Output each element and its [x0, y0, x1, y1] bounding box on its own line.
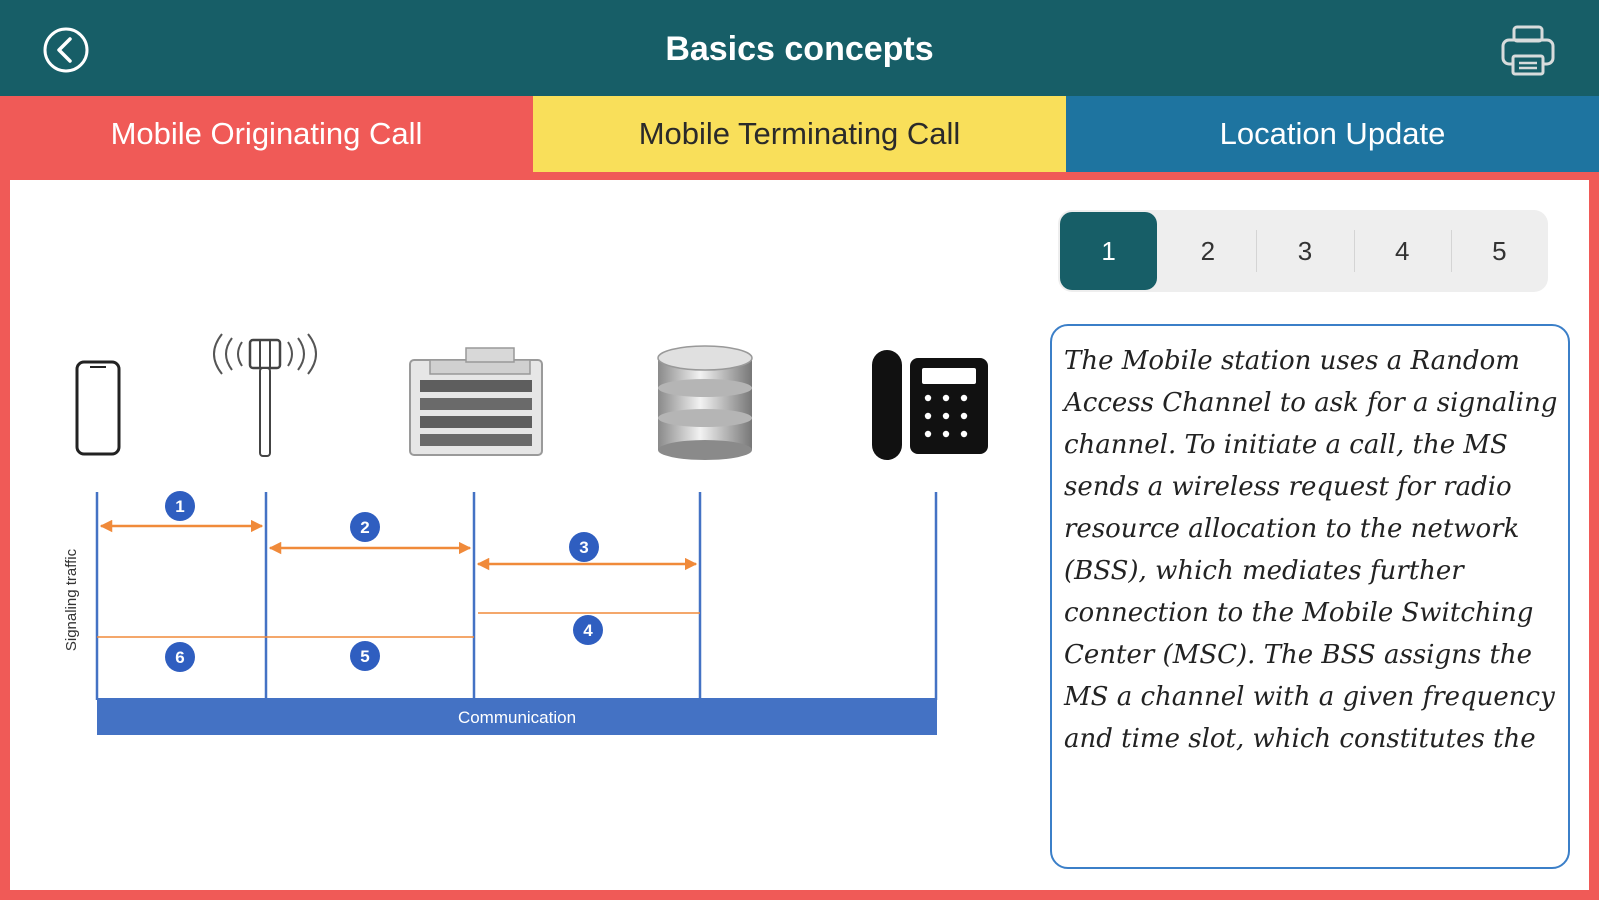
step-marker-3: 3 — [569, 532, 599, 562]
step-marker-1: 1 — [165, 491, 195, 521]
call-flow-diagram: 1 2 3 4 5 6 Signaling traffic Communicat… — [63, 333, 988, 735]
tab-bar: Mobile Originating Call Mobile Terminati… — [0, 96, 1599, 176]
base-station-antenna-icon — [213, 333, 317, 457]
desk-telephone-icon — [872, 350, 988, 460]
step-button-1[interactable]: 1 — [1060, 212, 1158, 290]
step-marker-5: 5 — [350, 641, 380, 671]
step-marker-2-label: 2 — [360, 518, 369, 537]
switching-center-server-icon — [409, 347, 543, 456]
step-marker-5-label: 5 — [360, 647, 369, 666]
printer-icon — [1501, 25, 1555, 76]
tab-mobile-originating-call[interactable]: Mobile Originating Call — [0, 96, 533, 172]
step-marker-6: 6 — [165, 642, 195, 672]
description-text: The Mobile station uses a Random Access … — [1064, 346, 1558, 754]
content-panel: 1 2 3 4 5 6 Signaling traffic Communicat… — [10, 180, 1589, 890]
step-button-5[interactable]: 5 — [1450, 210, 1548, 292]
page-title: Basics concepts — [665, 30, 934, 68]
back-chevron-icon — [43, 27, 89, 73]
mobile-station-icon — [75, 360, 121, 456]
header-bar: Basics concepts — [0, 0, 1599, 96]
lifelines — [95, 492, 938, 700]
communication-bar — [97, 698, 937, 735]
print-button[interactable] — [1500, 24, 1556, 78]
step-marker-4: 4 — [573, 615, 603, 645]
tab-location-update[interactable]: Location Update — [1066, 96, 1599, 172]
step-marker-4-label: 4 — [583, 621, 593, 640]
communication-bar-label: Communication — [458, 708, 576, 727]
step-marker-3-label: 3 — [579, 538, 588, 557]
description-box[interactable]: The Mobile station uses a Random Access … — [1050, 324, 1570, 869]
y-axis-label: Signaling traffic — [63, 548, 80, 651]
step-selector: 1 2 3 4 5 — [1058, 210, 1548, 292]
step-marker-2: 2 — [350, 512, 380, 542]
database-icon — [657, 345, 753, 460]
step-button-4[interactable]: 4 — [1353, 210, 1451, 292]
tab-mobile-terminating-call[interactable]: Mobile Terminating Call — [533, 96, 1066, 172]
step-marker-1-label: 1 — [175, 497, 184, 516]
step-marker-6-label: 6 — [175, 648, 184, 667]
step-button-3[interactable]: 3 — [1256, 210, 1353, 292]
step-button-2[interactable]: 2 — [1200, 235, 1216, 266]
back-button[interactable] — [42, 26, 90, 74]
